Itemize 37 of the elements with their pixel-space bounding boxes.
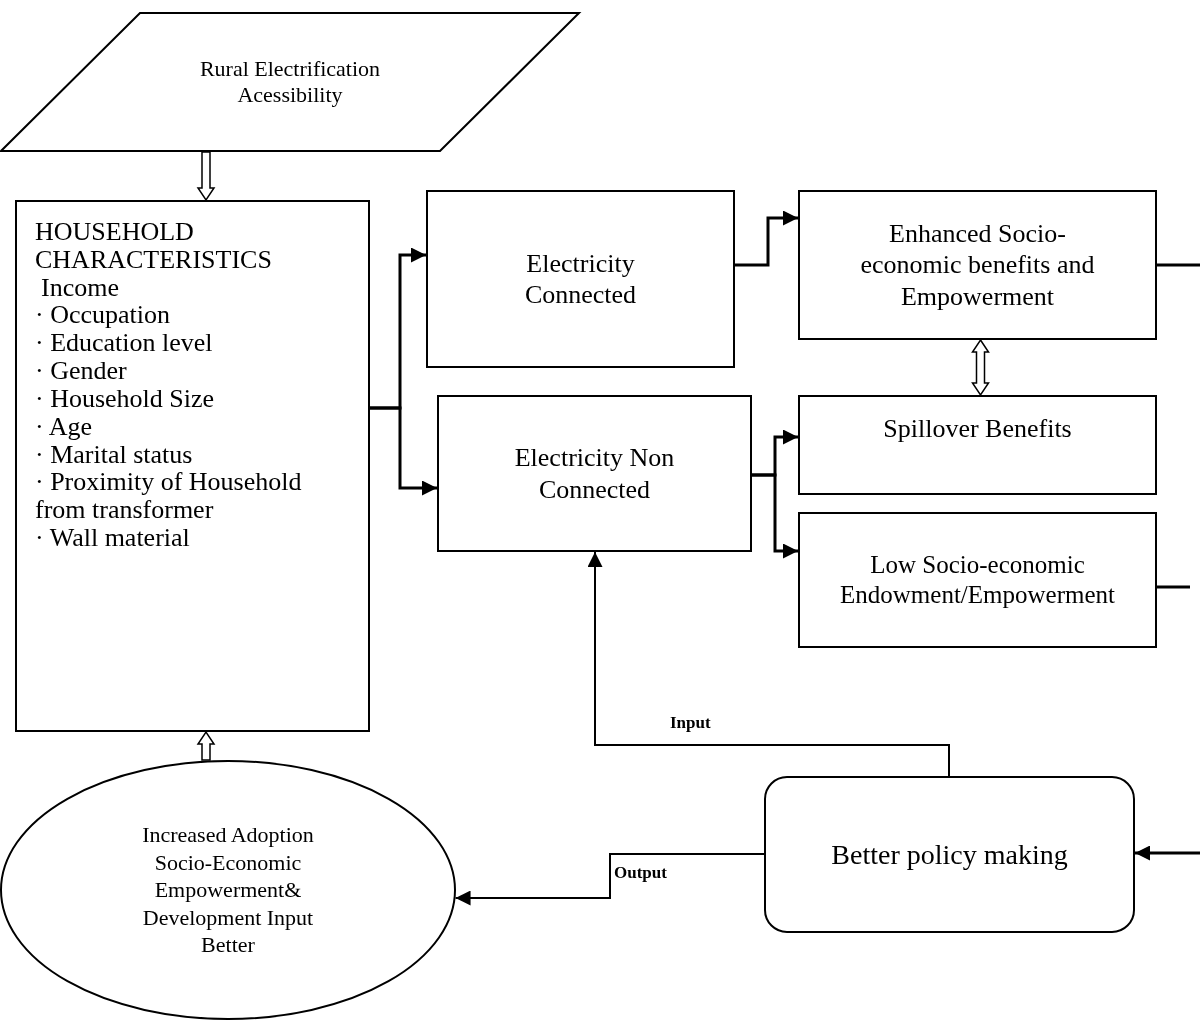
list-item: Income bbox=[41, 273, 119, 302]
list-item: · Household Size bbox=[35, 384, 215, 413]
process-box bbox=[437, 395, 752, 552]
node-label: Spillover Benefits bbox=[883, 413, 1072, 445]
process-box bbox=[15, 200, 370, 732]
list-item: · Occupation bbox=[35, 301, 170, 330]
edge-label: Input bbox=[668, 714, 713, 733]
hollow-arrow bbox=[971, 338, 990, 397]
node-label: Enhanced Socio-economic benefits and Empowerment bbox=[859, 218, 1096, 312]
node-label: Increased Adoption Socio-Economic Empowerment& Development Input Better bbox=[141, 821, 315, 959]
node-label: Electricity Connected bbox=[523, 247, 638, 311]
edge-label: Output bbox=[612, 864, 669, 883]
list-item: · Age bbox=[35, 412, 93, 441]
arrow bbox=[1135, 845, 1200, 861]
arrow bbox=[370, 406, 437, 496]
connector-line bbox=[1157, 263, 1200, 267]
process-box bbox=[798, 190, 1157, 340]
list-item: · Marital status bbox=[35, 440, 193, 469]
arrow bbox=[587, 551, 950, 777]
process-box bbox=[798, 512, 1157, 648]
process-box bbox=[798, 395, 1157, 495]
arrow bbox=[752, 473, 798, 559]
node-label: Better policy making bbox=[831, 837, 1068, 872]
list-item: · Education level bbox=[35, 329, 213, 358]
node-label: Electricity Non Connected bbox=[513, 442, 676, 505]
connector-line bbox=[1157, 585, 1190, 589]
arrow bbox=[454, 853, 765, 906]
node-label: Low Socio-economic Endowment/Empowerment bbox=[839, 550, 1116, 610]
process-box bbox=[426, 190, 735, 368]
hollow-arrow bbox=[196, 730, 216, 761]
list-item: · Proximity of Household from transformer bbox=[35, 468, 303, 524]
list-item: · Gender bbox=[35, 357, 127, 385]
arrow bbox=[735, 210, 798, 267]
list-item: · Wall material bbox=[35, 523, 190, 552]
box-heading: HOUSEHOLD CHARACTERISTICS bbox=[35, 218, 273, 274]
node-label: Rural Electrification Acessibility bbox=[198, 55, 382, 109]
hollow-arrow bbox=[196, 151, 216, 202]
